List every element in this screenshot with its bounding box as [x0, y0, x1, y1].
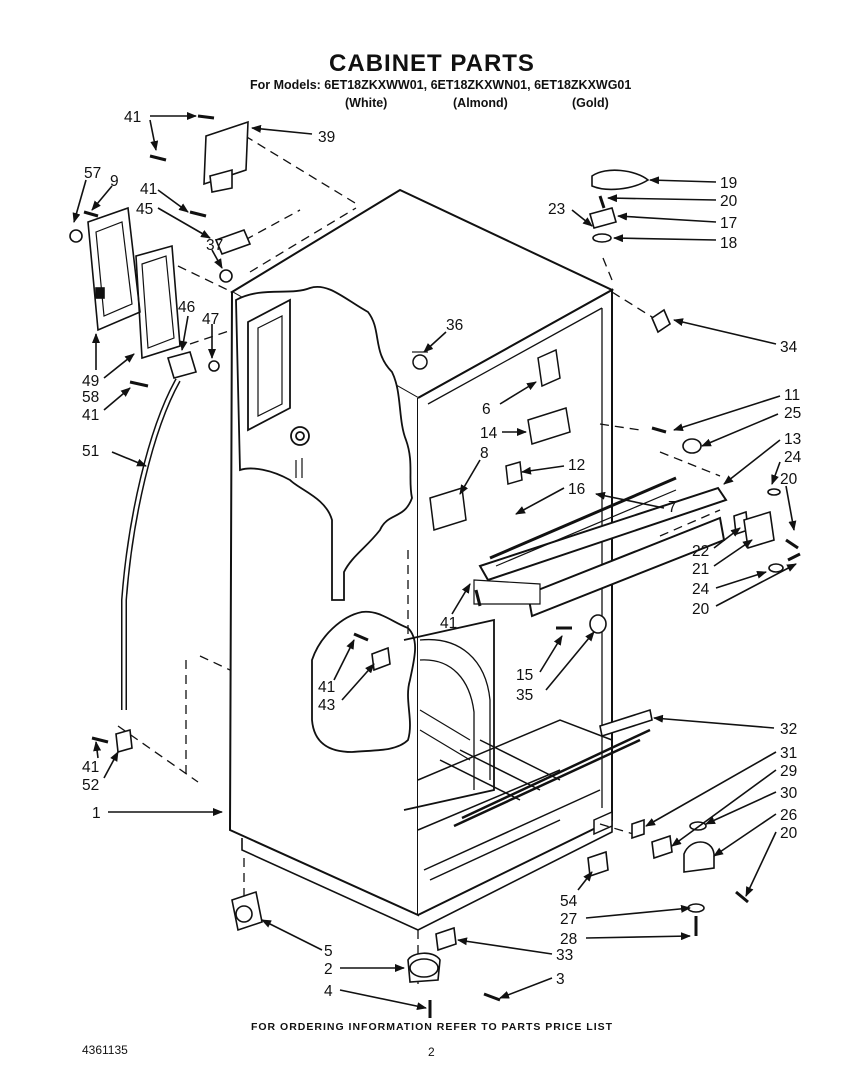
callout-24: 24 [692, 581, 710, 598]
callout-35: 35 [516, 687, 533, 704]
callout-4: 4 [324, 983, 333, 1000]
callout-24: 24 [784, 449, 802, 466]
cabinet-cutaway-lower [311, 610, 495, 811]
exploded-parts [69, 114, 801, 1018]
callout-52: 52 [82, 777, 99, 794]
callout-30: 30 [780, 785, 798, 802]
callout-18: 18 [720, 235, 737, 252]
callout-36: 36 [446, 317, 463, 334]
cabinet-brackets [412, 348, 571, 531]
callout-37: 37 [206, 237, 223, 254]
callout-20: 20 [692, 601, 710, 618]
callout-26: 26 [780, 807, 797, 824]
callout-58: 58 [82, 389, 99, 406]
callout-51: 51 [82, 443, 99, 460]
page-title: CABINET PARTS [329, 50, 535, 77]
callout-25: 25 [784, 405, 801, 422]
callout-2: 2 [324, 961, 333, 978]
callout-20: 20 [780, 471, 798, 488]
callout-11: 11 [784, 387, 800, 404]
leader-arrows [72, 112, 797, 1011]
variant-gold: (Gold) [572, 96, 609, 110]
callout-1: 1 [92, 805, 101, 822]
callout-labels: 41 39 57 9 41 45 37 46 47 49 58 41 51 36… [82, 109, 802, 1000]
callout-28: 28 [560, 931, 577, 948]
callout-23: 23 [548, 201, 565, 218]
callout-41: 41 [440, 615, 457, 632]
variant-white: (White) [345, 96, 388, 110]
callout-5: 5 [324, 943, 333, 960]
callout-41: 41 [318, 679, 335, 696]
callout-32: 32 [780, 721, 797, 738]
cabinet-center-rail [473, 476, 728, 618]
callout-29: 29 [780, 763, 797, 780]
callout-34: 34 [780, 339, 798, 356]
callout-15: 15 [516, 667, 533, 684]
callout-45: 45 [136, 201, 153, 218]
callout-7: 7 [668, 499, 677, 516]
callout-41: 41 [124, 109, 141, 126]
callout-17: 17 [720, 215, 737, 232]
callout-43: 43 [318, 697, 335, 714]
page-number: 2 [428, 1045, 435, 1059]
callout-49: 49 [82, 373, 99, 390]
callout-33: 33 [556, 947, 573, 964]
variant-almond: (Almond) [453, 96, 508, 110]
callout-57: 57 [84, 165, 101, 182]
callout-3: 3 [556, 971, 565, 988]
callout-20: 20 [780, 825, 798, 842]
callout-41: 41 [82, 759, 99, 776]
callout-12: 12 [568, 457, 585, 474]
document-number: 4361135 [82, 1043, 128, 1057]
callout-20: 20 [720, 193, 738, 210]
callout-41: 41 [82, 407, 99, 424]
cabinet-cutaway-upper [235, 285, 413, 601]
callout-31: 31 [780, 745, 797, 762]
callout-46: 46 [178, 299, 195, 316]
callout-9: 9 [110, 173, 119, 190]
callout-19: 19 [720, 175, 737, 192]
callout-8: 8 [480, 445, 489, 462]
callout-21: 21 [692, 561, 709, 578]
callout-14: 14 [480, 425, 498, 442]
ordering-note: FOR ORDERING INFORMATION REFER TO PARTS … [250, 1021, 614, 1033]
callout-41: 41 [140, 181, 157, 198]
callout-39: 39 [318, 129, 335, 146]
callout-6: 6 [482, 401, 491, 418]
callout-22: 22 [692, 543, 709, 560]
callout-16: 16 [568, 481, 585, 498]
callout-27: 27 [560, 911, 577, 928]
cabinet-bottom-deck [417, 719, 651, 881]
callout-47: 47 [202, 311, 219, 328]
callout-54: 54 [560, 893, 578, 910]
callout-13: 13 [784, 431, 801, 448]
models-line: For Models: 6ET18ZKXWW01, 6ET18ZKXWN01, … [250, 78, 632, 92]
